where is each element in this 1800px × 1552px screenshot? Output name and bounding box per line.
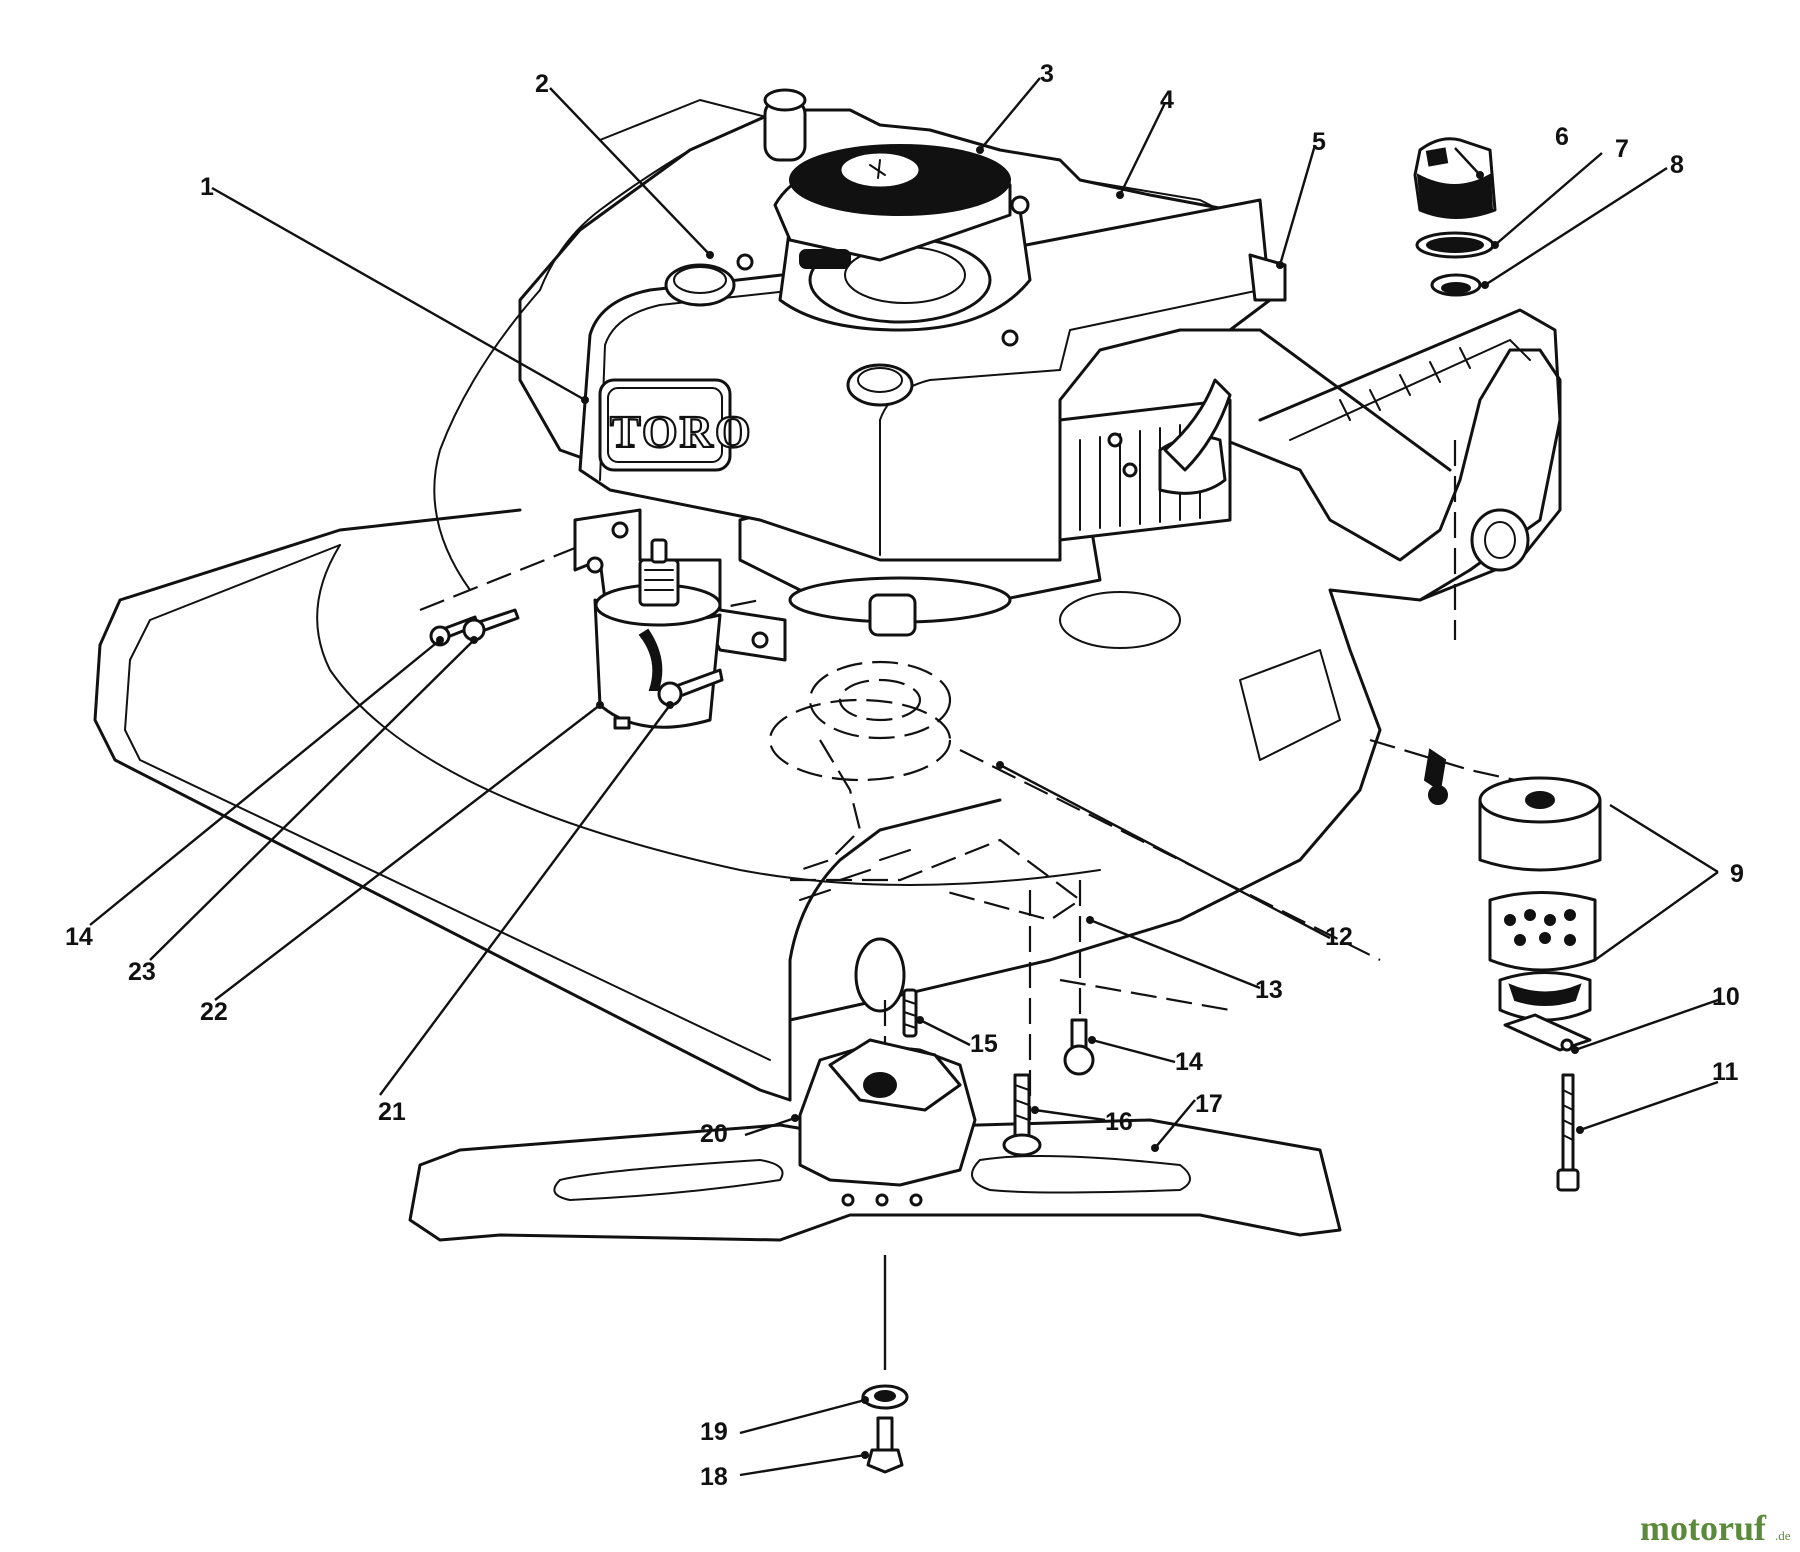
callout-11: 11: [1712, 1058, 1739, 1086]
callout-6: 6: [1555, 123, 1569, 151]
engine: TORO: [578, 88, 1287, 637]
watermark-text: motoruf: [1640, 1508, 1767, 1548]
callout-12: 12: [1325, 923, 1353, 951]
callout-4: 4: [1160, 86, 1174, 114]
callout-10: 10: [1712, 983, 1740, 1011]
callout-labels: 1 2 3 4 5 6 7 8 9 10 11 12 13 14 14 15 1…: [65, 60, 1744, 1491]
callout-16: 16: [1105, 1108, 1133, 1136]
callout-20: 20: [700, 1120, 728, 1148]
watermark-suffix: .de: [1775, 1528, 1791, 1543]
callout-13: 13: [1255, 976, 1283, 1004]
callout-19: 19: [700, 1418, 728, 1446]
blade-assembly: [408, 988, 1342, 1474]
callout-8: 8: [1670, 151, 1684, 179]
callout-2: 2: [535, 70, 549, 98]
callout-14-left: 14: [65, 923, 93, 951]
callout-23: 23: [128, 958, 156, 986]
callout-5: 5: [1312, 128, 1326, 156]
callout-17: 17: [1195, 1090, 1223, 1118]
callout-14-right: 14: [1175, 1048, 1203, 1076]
toro-logo-text: TORO: [610, 406, 753, 457]
fuel-cap-assembly: [1413, 137, 1497, 297]
callout-9: 9: [1730, 860, 1744, 888]
air-cleaner-assembly: [1423, 748, 1602, 1192]
callout-15: 15: [970, 1030, 998, 1058]
callout-22: 22: [200, 998, 228, 1026]
callout-21: 21: [378, 1098, 406, 1126]
mower-deck: [93, 99, 1562, 1102]
callout-3: 3: [1040, 60, 1054, 88]
callout-1: 1: [200, 173, 214, 201]
watermark: motoruf .de: [1640, 1508, 1791, 1548]
callout-18: 18: [700, 1463, 728, 1491]
callout-7: 7: [1615, 135, 1629, 163]
leader-lines: [89, 77, 1719, 1477]
electric-starter-assembly: [573, 508, 787, 730]
